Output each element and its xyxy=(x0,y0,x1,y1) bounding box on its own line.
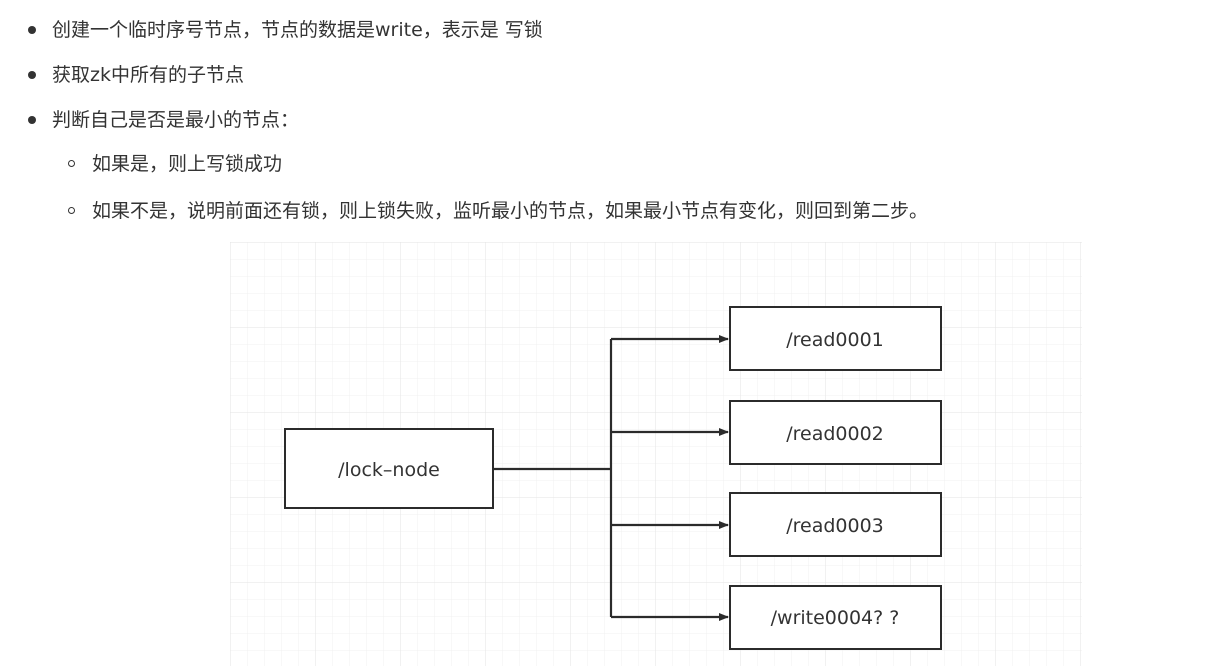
bullet-circle xyxy=(68,207,75,214)
root-node-label: /lock–node xyxy=(338,459,440,481)
child-node-box xyxy=(729,306,942,371)
diagram-canvas: /lock–node /read0001 /read0002 /read0003… xyxy=(230,242,1082,666)
child-node-label: /read0003 xyxy=(786,515,884,537)
sub-item-1: 如果是，则上写锁成功 xyxy=(92,153,283,175)
child-node-box xyxy=(729,585,942,650)
child-node-label: /write0004? ? xyxy=(771,607,900,629)
list-item-3: 判断自己是否是最小的节点： xyxy=(52,109,300,131)
child-node-label: /read0002 xyxy=(786,423,884,445)
child-node: /read0003 xyxy=(729,492,942,557)
bullet-circle xyxy=(68,160,75,167)
child-node: /read0002 xyxy=(729,400,942,465)
child-node: /write0004? ? xyxy=(729,585,942,650)
bullet-disc xyxy=(28,26,36,34)
bullet-disc xyxy=(28,116,36,124)
child-node: /read0001 xyxy=(729,306,942,371)
root-node-box xyxy=(284,428,494,509)
list-item-2: 获取zk中所有的子节点 xyxy=(52,64,244,86)
root-node: /lock–node xyxy=(284,428,494,509)
list-item-1: 创建一个临时序号节点，节点的数据是write，表示是 写锁 xyxy=(52,19,543,41)
sub-item-2: 如果不是，说明前面还有锁，则上锁失败，监听最小的节点，如果最小节点有变化，则回到… xyxy=(92,200,929,222)
child-node-box xyxy=(729,400,942,465)
bullet-disc xyxy=(28,71,36,79)
lock-tree-diagram: /lock–node /read0001 /read0002 /read0003… xyxy=(230,242,1082,666)
child-node-label: /read0001 xyxy=(786,329,884,351)
child-node-box xyxy=(729,492,942,557)
connector-lines xyxy=(493,335,729,621)
